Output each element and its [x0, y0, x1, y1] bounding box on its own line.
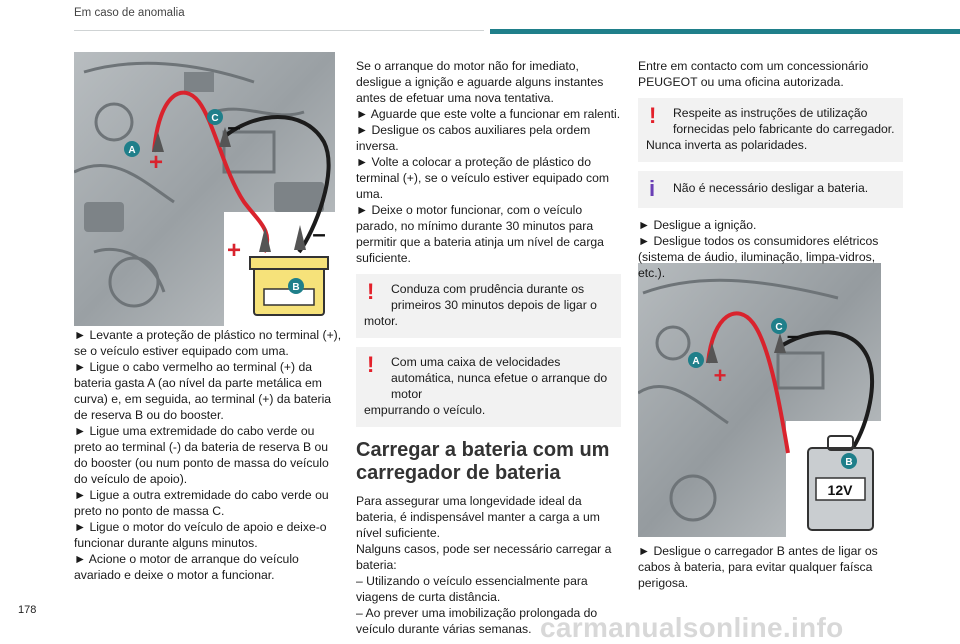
charger-illustration: 12V A C B + –	[638, 263, 881, 537]
paragraph: Entre em contacto com um concessionário …	[638, 59, 869, 89]
header-accent-bar	[490, 29, 960, 34]
column-3: Entre em contacto com um concessionário …	[638, 58, 903, 590]
warning-icon: !	[367, 279, 375, 304]
header-divider	[74, 30, 484, 31]
label-a: A	[128, 145, 135, 156]
watermark: carmanualsonline.info	[540, 612, 844, 643]
warning-text: Conduza com prudência durante os primeir…	[391, 282, 597, 312]
column-1: ► Levante a proteção de plástico no term…	[74, 327, 344, 583]
paragraph: ► Aguarde que este volte a funcionar em …	[356, 107, 621, 121]
warning-text-end: motor.	[364, 314, 398, 328]
paragraph: ► Desligue os cabos auxiliares pela orde…	[356, 123, 591, 153]
warning-text: Respeite as instruções de utilização for…	[673, 106, 895, 136]
jump-start-illustration: A C B + – + –	[74, 52, 335, 326]
warning-text-end: empurrando o veículo.	[364, 403, 486, 417]
minus-sign-reserve-battery: –	[312, 221, 325, 248]
label-b-charger: B	[845, 457, 852, 468]
warning-notice: ! Com uma caixa de velocidades automátic…	[356, 347, 621, 427]
warning-icon: !	[367, 352, 375, 377]
warning-notice: ! Respeite as instruções de utilização f…	[638, 98, 903, 162]
label-b: B	[292, 282, 299, 293]
label-a-charger: A	[692, 356, 699, 367]
page-number: 178	[18, 604, 37, 616]
paragraph: Para assegurar uma longevidade ideal da …	[356, 494, 600, 540]
plus-sign-reserve-battery: +	[227, 237, 241, 264]
label-c: C	[211, 113, 218, 124]
paragraph: ► Ligue uma extremidade do cabo verde ou…	[74, 424, 329, 486]
section-heading: Carregar a bateria com um carregador de …	[356, 439, 610, 484]
paragraph: ► Volte a colocar a proteção de plástico…	[356, 155, 610, 201]
paragraph: ► Ligue a outra extremidade do cabo verd…	[74, 488, 329, 518]
warning-icon: !	[649, 103, 657, 128]
paragraph: ► Deixe o motor funcionar, com o veículo…	[356, 203, 604, 265]
paragraph: ► Ligue o cabo vermelho ao terminal (+) …	[74, 360, 332, 422]
minus-sign-charger: –	[787, 323, 799, 348]
info-notice: i Não é necessário desligar a bateria.	[638, 171, 903, 208]
paragraph: – Utilizando o veículo essencialmente pa…	[356, 574, 588, 604]
warning-text: Com uma caixa de velocidades automática,…	[391, 355, 608, 401]
label-c-charger: C	[775, 322, 782, 333]
header-title: Em caso de anomalia	[74, 7, 185, 19]
warning-text-end: Nunca inverta as polaridades.	[646, 138, 808, 152]
plus-sign-charger: +	[714, 363, 727, 388]
paragraph: Nalguns casos, pode ser necessário carre…	[356, 542, 612, 572]
paragraph: ► Ligue o motor do veículo de apoio e de…	[74, 520, 327, 550]
column-2: Se o arranque do motor não for imediato,…	[356, 58, 621, 637]
paragraph: ► Desligue todos os consumidores elétric…	[638, 234, 879, 280]
paragraph: – Ao prever uma imobilização prolongada …	[356, 606, 598, 636]
minus-sign-ground: –	[227, 114, 240, 141]
paragraph: ► Levante a proteção de plástico no term…	[74, 328, 342, 358]
warning-notice: ! Conduza com prudência durante os prime…	[356, 274, 621, 338]
charger-voltage-label: 12V	[828, 482, 854, 498]
info-icon: i	[649, 176, 656, 201]
paragraph: ► Acione o motor de arranque do veículo …	[74, 552, 299, 582]
paragraph: Se o arranque do motor não for imediato,…	[356, 59, 604, 105]
info-text: Não é necessário desligar a bateria.	[673, 181, 869, 195]
paragraph: ► Desligue a ignição.	[638, 218, 757, 232]
plus-sign-dead-battery: +	[149, 149, 163, 176]
paragraph: ► Desligue o carregador B antes de ligar…	[638, 544, 878, 590]
